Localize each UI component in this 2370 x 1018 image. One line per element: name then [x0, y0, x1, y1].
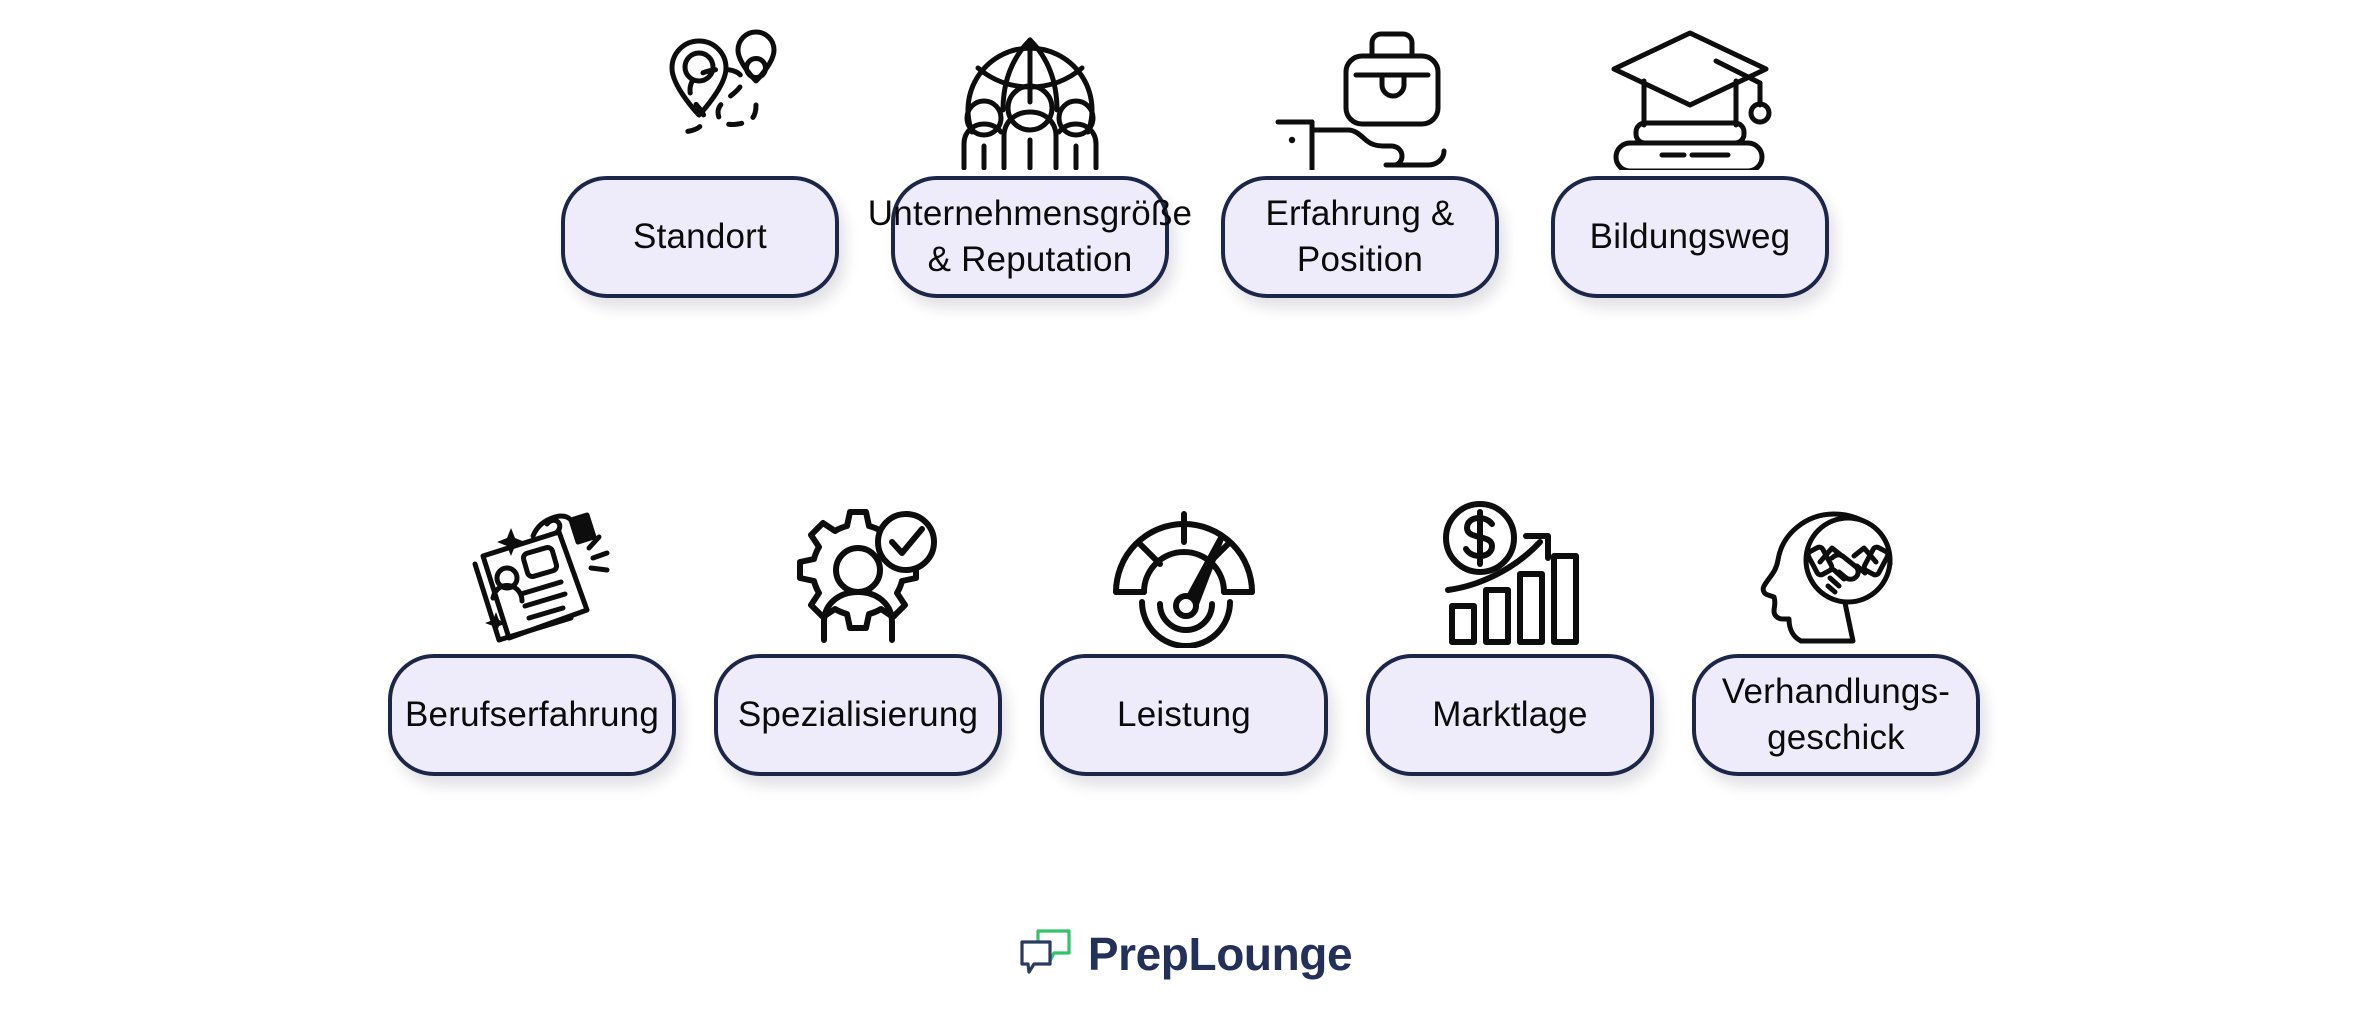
factor-card-standort[interactable]: Standort — [561, 176, 839, 298]
factor-label: Standort — [633, 216, 767, 256]
factor-label: Bildungsweg — [1589, 216, 1791, 256]
factor-item-leistung[interactable]: Leistung — [1040, 488, 1328, 776]
hand-holding-resume-icon — [447, 488, 617, 648]
factor-item-standort[interactable]: Standort — [561, 10, 839, 298]
dollar-growth-chart-icon — [1430, 488, 1590, 648]
factor-item-unternehmensgroesse[interactable]: Unternehmensgröße & Reputation — [868, 10, 1192, 298]
factor-item-spezialisierung[interactable]: Spezialisierung — [714, 488, 1002, 776]
factor-label: Erfahrung & Position — [1265, 193, 1455, 279]
preplounge-speech-bubbles-icon — [1018, 928, 1074, 979]
factor-card-verhandlungsgeschick[interactable]: Verhandlungs- geschick — [1692, 654, 1980, 776]
factor-label: Berufserfahrung — [405, 694, 659, 734]
factor-item-berufserfahrung[interactable]: Berufserfahrung — [388, 488, 676, 776]
factor-card-erfahrung[interactable]: Erfahrung & Position — [1221, 176, 1499, 298]
factor-row-top: Standort — [250, 10, 2140, 298]
factor-card-marktlage[interactable]: Marktlage — [1366, 654, 1654, 776]
factor-card-berufserfahrung[interactable]: Berufserfahrung — [388, 654, 676, 776]
factor-card-spezialisierung[interactable]: Spezialisierung — [714, 654, 1002, 776]
factor-item-bildungsweg[interactable]: Bildungsweg — [1551, 10, 1829, 298]
location-pin-route-icon — [610, 10, 790, 170]
globe-people-icon — [950, 10, 1110, 170]
factor-item-erfahrung[interactable]: Erfahrung & Position — [1221, 10, 1499, 298]
head-handshake-icon — [1756, 488, 1916, 648]
gear-person-check-icon — [776, 488, 941, 648]
factor-card-leistung[interactable]: Leistung — [1040, 654, 1328, 776]
factor-label: Verhandlungs- geschick — [1721, 671, 1951, 757]
factor-card-unternehmensgroesse[interactable]: Unternehmensgröße & Reputation — [868, 176, 1192, 298]
footer-branding: PrepLounge — [0, 928, 2370, 979]
factor-label: Leistung — [1117, 694, 1251, 734]
factor-label: Unternehmensgröße & Reputation — [867, 193, 1193, 279]
graduation-cap-books-icon — [1600, 10, 1780, 170]
briefcase-in-hand-icon — [1270, 10, 1450, 170]
factor-label: Spezialisierung — [737, 694, 979, 734]
factor-row-bottom: Berufserfahrung Spezialisierung — [34, 470, 2334, 776]
factor-label: Marktlage — [1432, 694, 1588, 734]
factor-item-verhandlungsgeschick[interactable]: Verhandlungs- geschick — [1692, 488, 1980, 776]
performance-gauge-icon — [1104, 488, 1264, 648]
factor-item-marktlage[interactable]: Marktlage — [1366, 488, 1654, 776]
factor-card-bildungsweg[interactable]: Bildungsweg — [1551, 176, 1829, 298]
brand-wordmark: PrepLounge — [1087, 927, 1353, 980]
